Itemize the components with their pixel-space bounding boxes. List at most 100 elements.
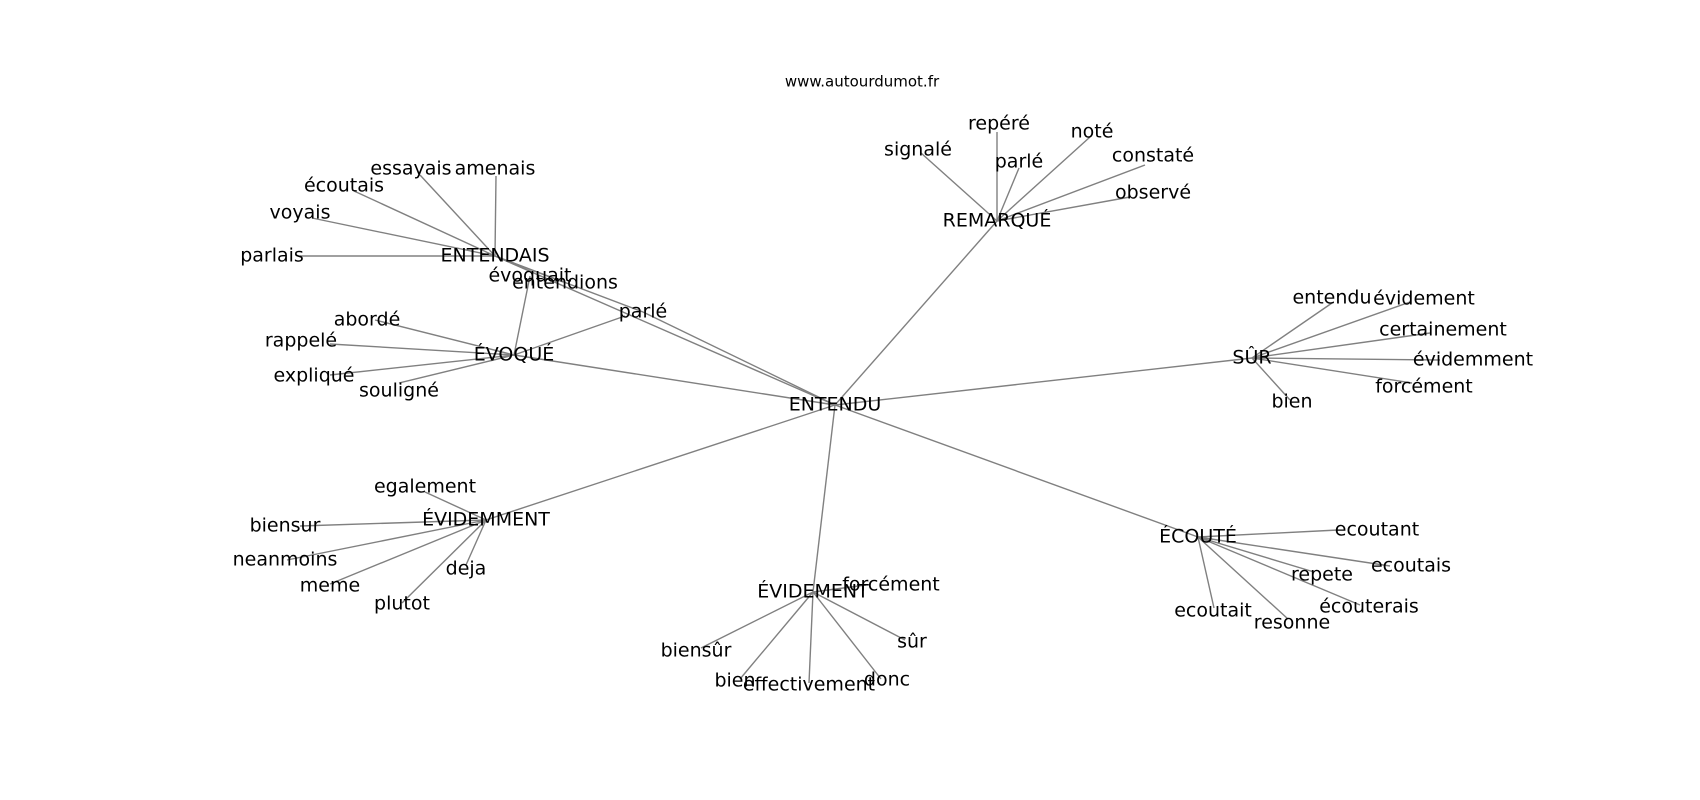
graph-edges bbox=[286, 132, 1441, 684]
hub-ecoute[interactable]: ÉCOUTÉ bbox=[1159, 525, 1237, 548]
edge-evidemment-2 bbox=[286, 519, 487, 561]
edge-remarque-0 bbox=[920, 152, 998, 222]
leaf-remarque-5[interactable]: observé bbox=[1115, 182, 1191, 204]
edge-evidement-0 bbox=[812, 584, 867, 593]
leaf-evidemment-5[interactable]: deja bbox=[446, 558, 487, 580]
edge-center-entendais bbox=[494, 255, 836, 406]
leaf-ecoute-0[interactable]: ecoutant bbox=[1335, 519, 1419, 541]
edge-ecoute-2 bbox=[1197, 536, 1315, 573]
hub-evoque[interactable]: ÉVOQUÉ bbox=[474, 343, 555, 366]
edge-center-ecoute bbox=[834, 404, 1199, 538]
edge-remarque-4 bbox=[996, 164, 1146, 222]
edge-sur-5 bbox=[1251, 357, 1291, 401]
leaf-ecoute-3[interactable]: écouterais bbox=[1319, 596, 1419, 618]
edge-sur-2 bbox=[1251, 332, 1431, 359]
edge-parle-center bbox=[642, 311, 836, 406]
edge-evidement-2 bbox=[739, 591, 814, 680]
leaf-evoque-1[interactable]: rappelé bbox=[265, 330, 337, 352]
edge-ecoute-1 bbox=[1197, 536, 1391, 567]
leaf-sur-4[interactable]: forcément bbox=[1375, 376, 1473, 398]
edge-remarque-2 bbox=[996, 167, 1020, 222]
edge-sur-4 bbox=[1251, 357, 1413, 384]
leaf-evidemment-3[interactable]: meme bbox=[300, 575, 360, 597]
leaf-ecoute-4[interactable]: resonne bbox=[1254, 612, 1330, 634]
leaf-entendais-5[interactable]: évoquait bbox=[488, 265, 571, 287]
leaf-entendais-0[interactable]: essayais bbox=[370, 158, 451, 180]
leaf-sur-1[interactable]: évidement bbox=[1373, 288, 1475, 310]
edge-sur-0 bbox=[1251, 302, 1333, 359]
leaf-evidement-1[interactable]: biensûr bbox=[661, 640, 732, 662]
edge-evidement-1 bbox=[700, 591, 814, 649]
edge-entendais-0 bbox=[419, 174, 496, 257]
leaf-sur-0[interactable]: entendu bbox=[1292, 287, 1371, 309]
edge-evoque-parle bbox=[513, 315, 626, 356]
edge-remarque-5 bbox=[996, 196, 1131, 222]
edge-evidemment-3 bbox=[329, 519, 487, 585]
leaf-entendais-6[interactable]: entendions bbox=[512, 272, 618, 294]
hub-entendais[interactable]: ENTENDAIS bbox=[441, 245, 550, 267]
edge-center-evoque bbox=[513, 354, 836, 406]
leaf-evidemment-2[interactable]: neanmoins bbox=[233, 549, 338, 571]
leaf-evidemment-4[interactable]: plutot bbox=[374, 593, 430, 615]
edge-center-remarque bbox=[834, 220, 998, 406]
hub-evidement[interactable]: ÉVIDEMENT bbox=[757, 580, 869, 603]
leaf-entendais-2[interactable]: écoutais bbox=[304, 175, 384, 197]
hub-sur[interactable]: SÛR bbox=[1232, 345, 1271, 369]
leaf-evidement-2[interactable]: bien bbox=[714, 670, 755, 692]
edge-ecoute-0 bbox=[1197, 529, 1339, 538]
leaf-evoque-3[interactable]: souligné bbox=[359, 380, 439, 402]
edge-evoque-1 bbox=[329, 343, 515, 356]
leaf-sur-2[interactable]: certainement bbox=[1379, 319, 1507, 341]
edge-evidement-5 bbox=[812, 591, 906, 641]
hub-remarque[interactable]: REMARQUÉ bbox=[943, 209, 1052, 232]
edge-evidemment-1 bbox=[299, 519, 487, 527]
edge-evidemment-5 bbox=[465, 519, 487, 566]
edge-center-evidemment bbox=[485, 404, 836, 521]
edge-evidemment-0 bbox=[424, 491, 487, 521]
edge-remarque-3 bbox=[996, 136, 1091, 222]
leaf-ecoute-5[interactable]: ecoutait bbox=[1174, 600, 1252, 622]
leaf-sur-5[interactable]: bien bbox=[1271, 391, 1312, 413]
leaf-evoque-4[interactable]: parlé bbox=[619, 301, 667, 323]
edge-evidement-3 bbox=[808, 591, 814, 684]
leaf-sur-3[interactable]: évidemment bbox=[1413, 349, 1533, 371]
graph-labels: www.autourdumot.fr signalé repéré parlé not… bbox=[233, 73, 1533, 696]
leaf-evidement-4[interactable]: donc bbox=[864, 669, 910, 691]
edge-evidement-4 bbox=[812, 591, 882, 680]
leaf-remarque-4[interactable]: constaté bbox=[1112, 145, 1194, 167]
leaf-ecoute-2[interactable]: repete bbox=[1291, 564, 1353, 586]
edge-entendais-2 bbox=[353, 190, 496, 257]
edge-sur-3 bbox=[1251, 357, 1441, 361]
edge-center-evidement bbox=[812, 404, 836, 593]
hub-evidemment[interactable]: ÉVIDEMMENT bbox=[422, 508, 550, 531]
leaf-evidement-0[interactable]: forcément bbox=[842, 574, 940, 596]
edge-entendais-3 bbox=[311, 217, 496, 257]
center-node[interactable]: ENTENDU bbox=[789, 394, 882, 416]
leaf-remarque-1[interactable]: repéré bbox=[968, 113, 1030, 135]
leaf-evidemment-1[interactable]: biensur bbox=[250, 515, 321, 537]
leaf-remarque-2[interactable]: parlé bbox=[995, 151, 1043, 173]
edge-evoque-0 bbox=[374, 319, 515, 356]
source-watermark: www.autourdumot.fr bbox=[785, 73, 940, 91]
edge-entendais-6 bbox=[494, 255, 564, 283]
edge-entendais-1 bbox=[494, 175, 497, 257]
edge-sur-1 bbox=[1251, 301, 1411, 359]
edge-evidemment-4 bbox=[401, 519, 487, 604]
edge-ecoute-4 bbox=[1197, 536, 1289, 620]
edge-ecoute-3 bbox=[1197, 536, 1361, 606]
leaf-evidement-5[interactable]: sûr bbox=[897, 631, 927, 653]
leaf-evidement-3[interactable]: effectivement bbox=[743, 674, 875, 696]
leaf-entendais-4[interactable]: parlais bbox=[240, 245, 304, 267]
edge-center-sur bbox=[834, 357, 1253, 406]
leaf-remarque-3[interactable]: noté bbox=[1071, 121, 1114, 143]
edge-ecoute-5 bbox=[1197, 536, 1215, 609]
leaf-evoque-2[interactable]: expliqué bbox=[273, 365, 354, 387]
leaf-entendais-3[interactable]: voyais bbox=[270, 202, 331, 224]
edge-evoque-3 bbox=[398, 354, 515, 384]
leaf-entendais-1[interactable]: amenais bbox=[455, 158, 536, 180]
leaf-evidemment-0[interactable]: egalement bbox=[374, 476, 476, 498]
leaf-ecoute-1[interactable]: ecoutais bbox=[1371, 555, 1451, 577]
leaf-remarque-0[interactable]: signalé bbox=[884, 139, 952, 161]
leaf-evoque-0[interactable]: abordé bbox=[334, 309, 401, 331]
